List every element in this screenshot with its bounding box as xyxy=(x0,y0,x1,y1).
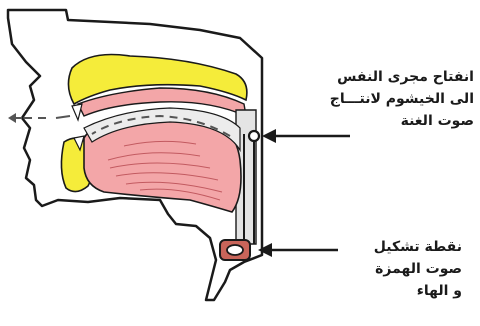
glottis-label-line-1: نقطة تشكيل xyxy=(312,236,462,258)
nasal-passage-label: انفتاح مجرى النفس الى الخيشوم لانتـــاج … xyxy=(284,66,474,132)
airflow-exit-arrowhead xyxy=(8,113,16,123)
glottis-label: نقطة تشكيل صوت الهمزة و الهاء xyxy=(312,236,462,302)
glottis-label-line-3: و الهاء xyxy=(312,280,462,302)
nasal-passage-label-line-2: الى الخيشوم لانتـــاج xyxy=(284,88,474,110)
nasal-passage-label-line-3: صوت الغنة xyxy=(284,110,474,132)
glottis-opening xyxy=(227,245,243,255)
pointer-arrow-top-head xyxy=(262,129,276,143)
velum-opening-marker xyxy=(249,131,259,141)
nasal-passage-label-line-1: انفتاح مجرى النفس xyxy=(284,66,474,88)
glottis-label-line-2: صوت الهمزة xyxy=(312,258,462,280)
